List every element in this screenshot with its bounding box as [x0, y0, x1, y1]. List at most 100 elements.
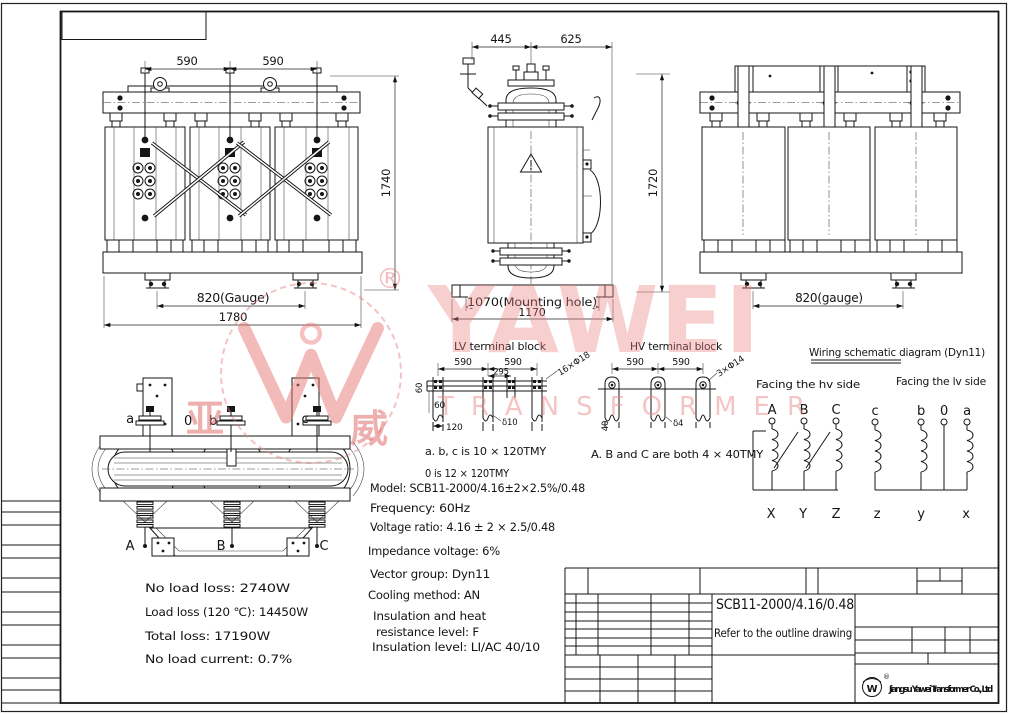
roller-foot-icon — [144, 272, 319, 289]
lv-dim-60-drop: 60 — [434, 401, 446, 411]
top-view: a 0 b c A B C — [91, 377, 365, 557]
top-base-outline — [148, 527, 314, 557]
lv-thickness: δ10 — [502, 418, 517, 428]
dim-1740: 1740 — [379, 169, 393, 197]
lv-bushing-bottom — [491, 243, 571, 279]
spec-insulation-level: Insulation level: LI/AC 40/10 — [372, 640, 540, 654]
lv-dim-295: 295 — [493, 368, 509, 378]
hv-note: A. B and C are both 4 × 40TMY — [591, 448, 763, 461]
wiring-hv-delta: A B C X Y Z — [752, 403, 843, 522]
left-margin-strip — [2, 500, 60, 704]
label-a: a — [126, 412, 134, 427]
spec-model: Model: SCB11-2000/4.16±2×2.5%/0.48 — [370, 481, 585, 495]
hv-dimensions: 590 590 3×Φ14 40 δ4 — [601, 354, 747, 431]
label-c: c — [302, 412, 309, 427]
company-logo-icon: W ® — [862, 673, 890, 697]
wiring-schematic: Wiring schematic diagram (Dyn11) Facing … — [752, 346, 986, 522]
spec-text: Model: SCB11-2000/4.16±2×2.5%/0.48 Frequ… — [368, 481, 585, 654]
lv-end-z: z — [874, 507, 881, 522]
lv-dim-590-right: 590 — [504, 357, 522, 368]
label-b: b — [209, 414, 217, 429]
loss-no-load-current: No load current: 0.7% — [145, 652, 292, 666]
lv-end-y: y — [917, 507, 925, 522]
front-coils — [104, 126, 359, 241]
dim-820-gauge: 820(Gauge) — [197, 290, 270, 305]
hv-end-X: X — [767, 507, 776, 522]
spec-vector-group: Vector group: Dyn11 — [370, 567, 490, 581]
dim-1780: 1780 — [219, 310, 247, 324]
label-C: C — [320, 539, 329, 554]
rear-view: 820(gauge) — [699, 65, 963, 309]
hv-terminal-springs — [122, 500, 340, 548]
busbars — [150, 140, 333, 218]
hv-dim-40: 40 — [601, 421, 611, 431]
wiring-hv-caption: Facing the hv side — [756, 379, 860, 391]
company-name: Jiangsu Yawei Transformer Co., Ltd — [888, 685, 993, 695]
lv-note-0: 0 is 12 × 120TMY — [425, 467, 509, 480]
rear-coils — [701, 126, 958, 241]
hv-bars — [604, 376, 711, 428]
loss-total: Total loss: 17190W — [144, 629, 270, 643]
dim-445: 445 — [490, 32, 511, 46]
lv-terminal-c: c — [872, 404, 879, 419]
dim-1070-mounting: 1070(Mounting hole) — [467, 295, 597, 309]
hv-dim-590-left: 590 — [626, 357, 644, 368]
hv-terminal-C: C — [832, 403, 841, 418]
lifting-lug-icon — [150, 77, 280, 93]
side-handle — [582, 96, 601, 243]
rear-dimensions: 820(gauge) — [752, 291, 904, 309]
hv-thickness: δ4 — [673, 419, 683, 429]
lv-terminal-block: LV terminal block 590 — [415, 340, 592, 480]
rear-base — [699, 239, 963, 289]
hv-block-title: HV terminal block — [630, 340, 723, 353]
lv-terminal-a: a — [963, 404, 971, 419]
dim-1720: 1720 — [646, 169, 660, 197]
dim-590-left: 590 — [176, 54, 197, 68]
drawing-number-box — [61, 11, 207, 40]
hv-end-Y: Y — [798, 507, 807, 522]
loss-no-load: No load loss: 2740W — [145, 581, 290, 595]
hv-terminal-A: A — [768, 403, 777, 418]
lv-dim-60-rail: 60 — [415, 383, 425, 393]
label-0: 0 — [184, 414, 192, 429]
wiring-title: Wiring schematic diagram (Dyn11) — [809, 346, 985, 359]
loss-text: No load loss: 2740W Load loss (120 ℃): 1… — [144, 581, 308, 666]
hv-bushing — [488, 63, 574, 127]
lv-terminal-b: b — [917, 404, 925, 419]
dim-625: 625 — [560, 32, 581, 46]
side-dimensions: 445 625 1720 1070(Mounting hole) 1170 — [451, 32, 670, 322]
hv-end-Z: Z — [832, 507, 841, 522]
logo-registered: ® — [883, 673, 890, 681]
lv-holes: 16×Φ18 — [556, 350, 592, 378]
title-block: SCB11-2000/4.16/0.48 Refer to the outlin… — [564, 567, 999, 703]
lv-bars — [432, 377, 543, 431]
lv-dim-120: 120 — [446, 423, 463, 433]
dim-1170: 1170 — [518, 306, 545, 319]
spec-insulation-1: Insulation and heat — [373, 609, 487, 623]
spec-frequency: Frequency: 60Hz — [370, 501, 470, 515]
spec-insulation-2: resistance level: F — [376, 625, 479, 639]
title-block-model: SCB11-2000/4.16/0.48 — [716, 597, 854, 613]
spec-cooling: Cooling method: AN — [368, 588, 480, 602]
label-A: A — [126, 539, 135, 554]
label-B: B — [217, 539, 226, 554]
lv-dimensions: 590 590 295 16×Φ18 60 60 120 δ10 — [415, 350, 592, 433]
spec-impedance: Impedance voltage: 6% — [368, 544, 500, 558]
lv-note-abc: a. b, c is 10 × 120TMY — [425, 445, 546, 458]
dim-820-gauge-rear: 820(gauge) — [795, 291, 863, 305]
lv-dim-590-left: 590 — [454, 357, 472, 368]
side-view: 445 625 1720 1070(Mounting hole) 1170 — [451, 32, 670, 322]
hv-terminal-block: HV terminal block 590 590 3×Φ14 40 — [591, 340, 764, 461]
warning-triangle-icon — [519, 153, 543, 173]
loss-load: Load loss (120 ℃): 14450W — [145, 605, 308, 619]
wiring-lv-wye: c b 0 a z y x — [871, 404, 974, 522]
front-base — [102, 239, 363, 289]
title-block-note: Refer to the outline drawing — [714, 626, 852, 640]
dim-590-right: 590 — [262, 54, 283, 68]
lv-block-title: LV terminal block — [454, 340, 547, 353]
hv-holes: 3×Φ14 — [715, 354, 747, 379]
front-view: 590 590 1740 820(Gauge) 1780 — [102, 54, 399, 328]
